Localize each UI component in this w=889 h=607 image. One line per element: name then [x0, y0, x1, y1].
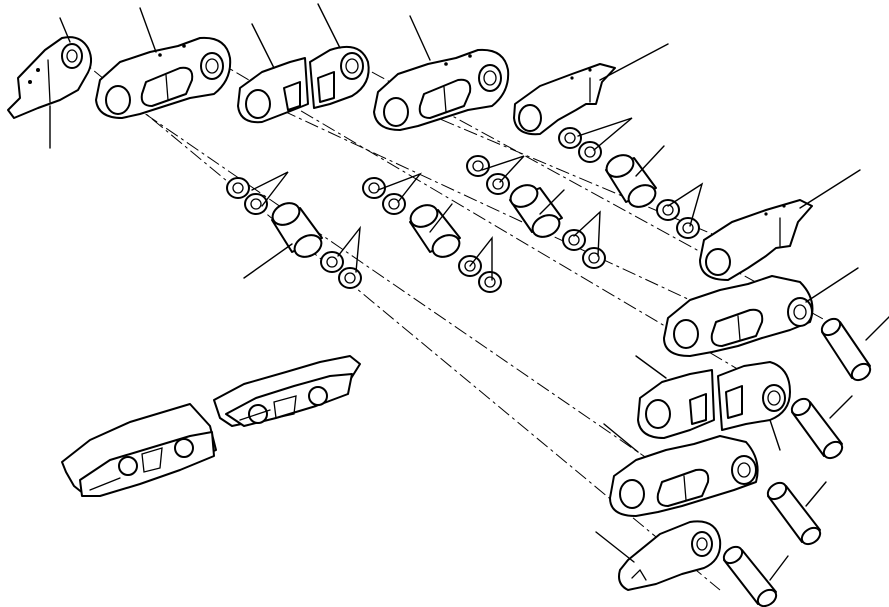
track-pin-1	[820, 317, 872, 382]
seal-ring-group-3b	[562, 229, 606, 269]
shoe-bracket-right	[699, 199, 813, 281]
track-link-3	[373, 48, 510, 131]
master-link-half-top	[7, 36, 92, 119]
centerline-2	[124, 99, 706, 499]
track-pin-2	[790, 397, 844, 460]
centerline-4	[259, 99, 691, 301]
seal-ring-group-1b	[320, 251, 362, 289]
seal-ring-group-2a	[362, 177, 406, 215]
shoe-bracket-top	[513, 63, 616, 136]
seal-ring-group-2b	[458, 255, 502, 293]
bushing-1	[271, 202, 323, 258]
bushing-4	[605, 154, 657, 208]
leader-lines	[49, 3, 889, 581]
master-link-half-bottom	[618, 520, 722, 591]
assembled-chain-inset	[61, 355, 361, 497]
track-pin-3	[766, 481, 822, 546]
centerline-5	[349, 59, 826, 321]
track-link-5-split	[637, 361, 791, 439]
track-link-2-split	[237, 46, 370, 124]
bushing-2	[409, 204, 461, 258]
track-link-6	[609, 435, 759, 517]
track-link-4	[663, 275, 814, 357]
seal-ring-group-4b	[656, 199, 700, 239]
seal-ring-group-3a	[466, 155, 510, 195]
track-link-1	[95, 36, 232, 119]
track-pin-4	[722, 545, 778, 607]
seal-ring-group-4a	[558, 127, 602, 163]
centerline-1	[74, 54, 721, 591]
seal-ring-group-left	[226, 177, 268, 215]
bushing-3	[509, 184, 563, 238]
